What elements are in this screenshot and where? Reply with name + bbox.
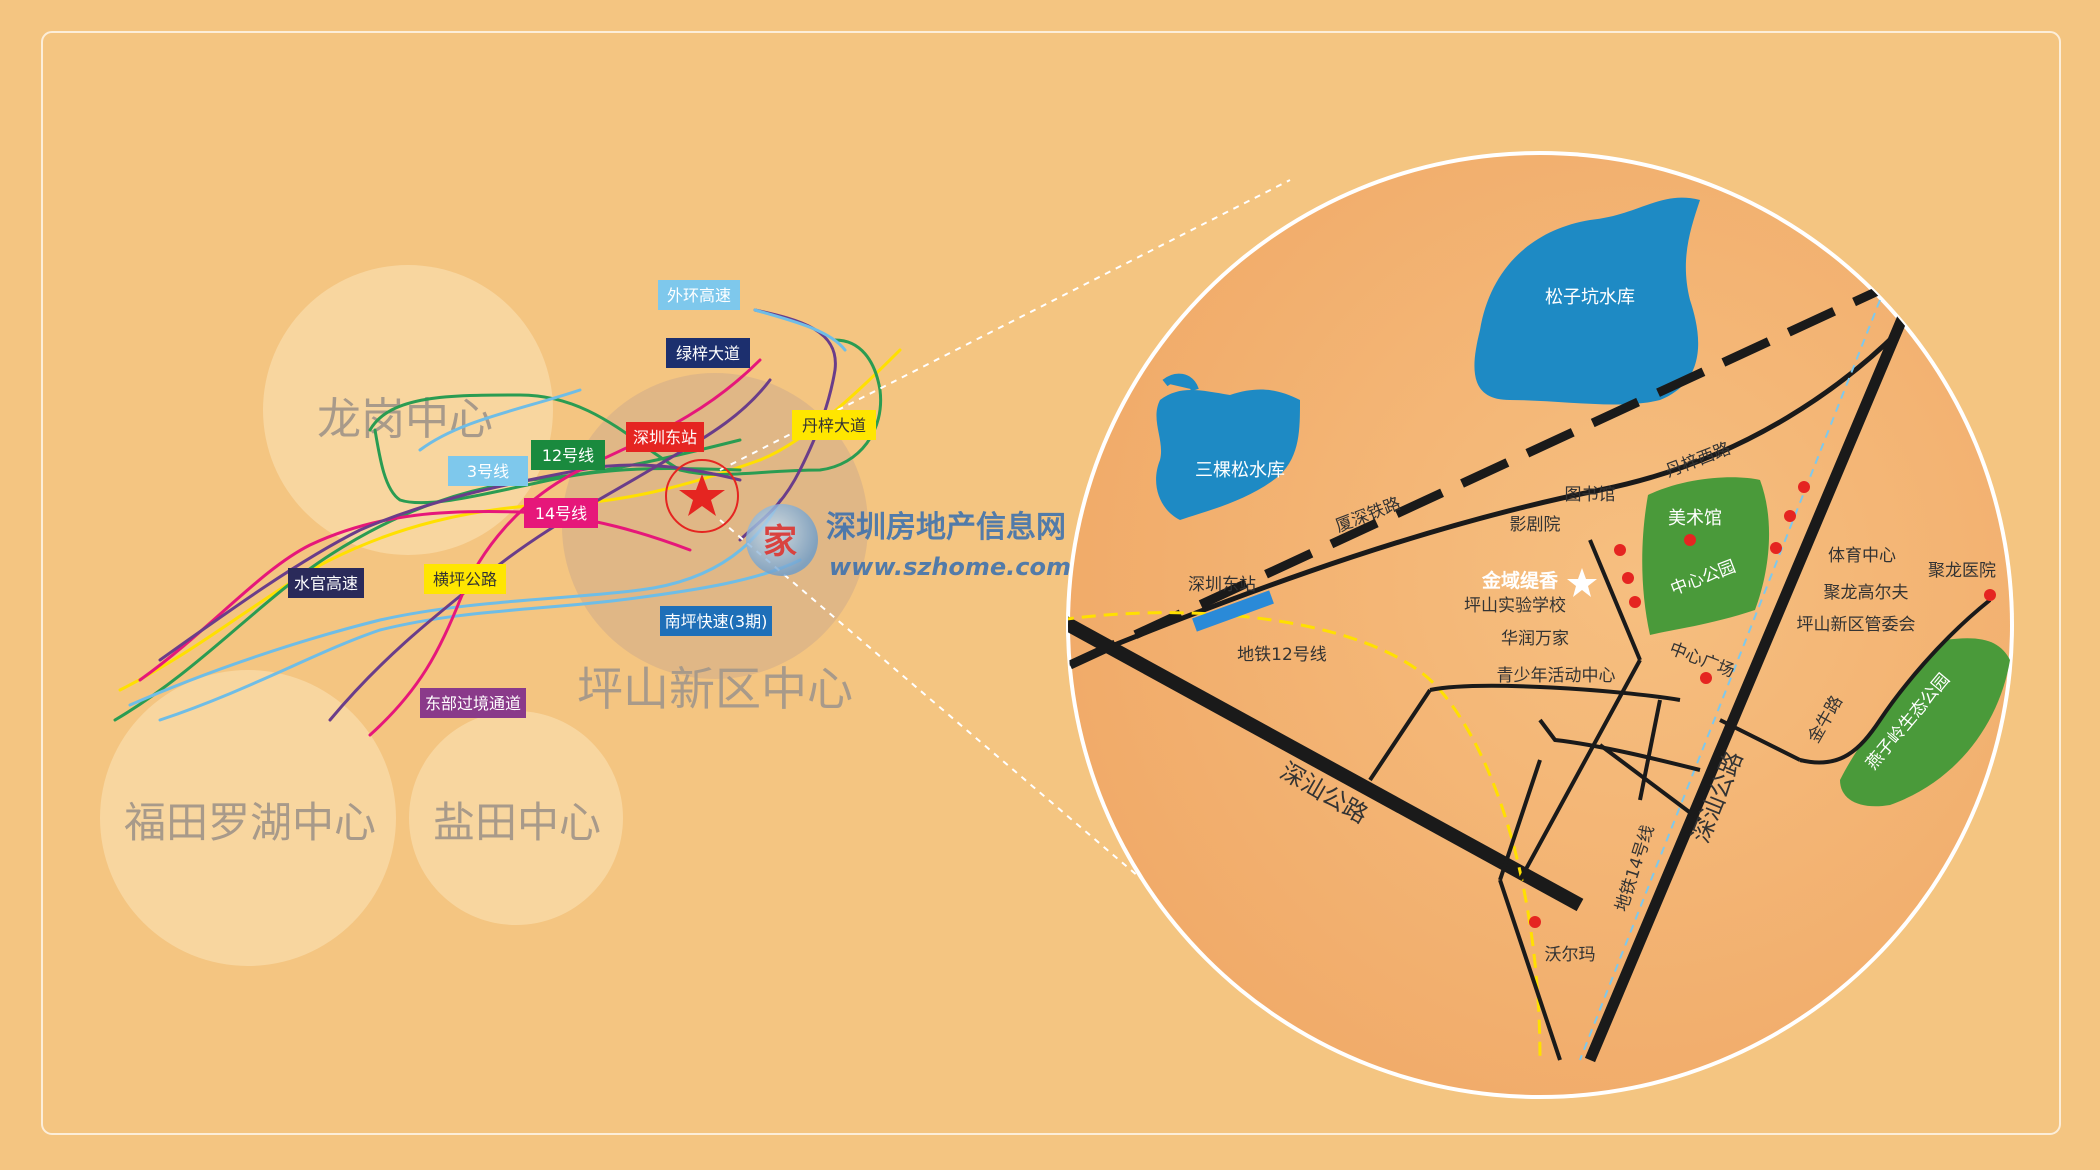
label-waihuan: 外环高速 <box>667 286 731 305</box>
region-pingshan: 坪山新区中心 <box>577 662 853 716</box>
dot-mgmt <box>1770 542 1782 554</box>
label-songzikeng: 松子坑水库 <box>1545 287 1635 308</box>
local-roads <box>1368 539 1992 1061</box>
dot-cinema <box>1622 572 1634 584</box>
region-longgang: 龙岗中心 <box>317 394 493 445</box>
label-line3: 3号线 <box>467 462 509 481</box>
watermark-url: www.szhome.com <box>829 553 1071 581</box>
route-nanping-b <box>158 558 802 722</box>
label-mgmt: 坪山新区管委会 <box>1797 615 1916 635</box>
dot-hospital <box>1984 589 1996 601</box>
dot-school <box>1629 596 1641 608</box>
project-star-icon <box>679 474 725 516</box>
central-park <box>1642 477 1770 635</box>
label-cinema: 影剧院 <box>1510 515 1561 535</box>
globe-logo-icon <box>746 504 818 576</box>
label-hospital: 聚龙医院 <box>1928 561 1996 581</box>
road-shenshan-west <box>1068 613 1584 912</box>
label-crv: 华润万家 <box>1501 629 1569 649</box>
route-nanping-a <box>128 498 782 707</box>
road-shenshan-east <box>1584 297 1916 1063</box>
region-yantian: 盐田中心 <box>433 798 601 847</box>
label-line12-box <box>531 440 605 470</box>
sankesong-lake <box>1156 389 1300 520</box>
watermark: 家 深圳房地产信息网 www.szhome.com <box>746 504 1071 581</box>
label-danzi: 丹梓大道 <box>802 416 866 435</box>
yantian-circle <box>409 711 623 925</box>
label-dongbu-box <box>420 688 526 718</box>
label-line3-box <box>448 456 528 486</box>
route-line14 <box>138 509 692 682</box>
label-metro12: 地铁12号线 <box>1237 645 1327 665</box>
label-line14-box <box>524 498 598 528</box>
project-ring <box>665 459 739 533</box>
label-danzi-box <box>792 410 876 440</box>
label-shuiguan: 水官高速 <box>294 574 358 593</box>
route-lvzi-loop <box>368 338 883 476</box>
route-waihuan <box>753 308 847 352</box>
route-labels: 外环高速 绿梓大道 丹梓大道 深圳东站 3号线 12号线 14号线 水官高速 横… <box>288 280 876 718</box>
label-east-station: 深圳东站 <box>633 428 697 447</box>
label-lvzi: 绿梓大道 <box>676 344 740 363</box>
label-art-museum: 美术馆 <box>1668 508 1722 529</box>
metro14-line-track <box>1579 299 1881 1061</box>
label-line12: 12号线 <box>542 446 594 465</box>
region-futian-luohu: 福田罗湖中心 <box>124 798 376 847</box>
label-walmart: 沃尔玛 <box>1545 945 1596 965</box>
dot-golf <box>1784 510 1796 522</box>
frame-border <box>41 31 2061 1135</box>
label-school: 坪山实验学校 <box>1464 596 1566 616</box>
label-library: 图书馆 <box>1565 485 1616 505</box>
label-sports: 体育中心 <box>1828 546 1896 566</box>
dot-sports <box>1798 481 1810 493</box>
label-line14: 14号线 <box>535 504 587 523</box>
sankesong-lake-inlet <box>1162 373 1199 392</box>
logo-glyph-icon: 家 <box>763 522 797 562</box>
route-line12-b <box>373 428 742 505</box>
label-sankesong: 三棵松水库 <box>1195 460 1285 481</box>
label-hengping: 横坪公路 <box>433 570 497 589</box>
dot-library <box>1614 544 1626 556</box>
songzikeng-lake <box>1474 197 1700 405</box>
label-youth: 青少年活动中心 <box>1497 666 1616 686</box>
project-star-detail-icon <box>1567 568 1597 597</box>
poi-dots <box>1529 481 1996 928</box>
label-hengping-box <box>424 564 506 594</box>
detail-circle <box>1070 155 2010 1095</box>
label-shuiguan-box <box>288 568 364 598</box>
railway-xiashen <box>1068 285 1882 670</box>
dot-art-museum <box>1684 534 1696 546</box>
label-dongbu: 东部过境通道 <box>425 694 521 713</box>
label-nanping: 南坪快速(3期) <box>665 612 768 631</box>
label-east-station-detail: 深圳东站 <box>1188 575 1256 595</box>
yanziling-park <box>1840 638 2010 807</box>
label-lvzi-box <box>666 338 750 368</box>
label-waihuan-box <box>658 280 740 310</box>
station-marker <box>1192 590 1274 632</box>
route-line3 <box>418 388 582 452</box>
dot-walmart <box>1529 916 1541 928</box>
watermark-name: 深圳房地产信息网 <box>826 510 1066 545</box>
label-nanping-box <box>660 606 772 636</box>
futian-luohu-circle <box>100 670 396 966</box>
label-project: 金域缇香 <box>1481 569 1559 592</box>
label-east-station-box <box>626 422 704 452</box>
dot-square <box>1700 672 1712 684</box>
label-golf: 聚龙高尔夫 <box>1824 583 1909 603</box>
connector-top <box>719 179 1291 471</box>
